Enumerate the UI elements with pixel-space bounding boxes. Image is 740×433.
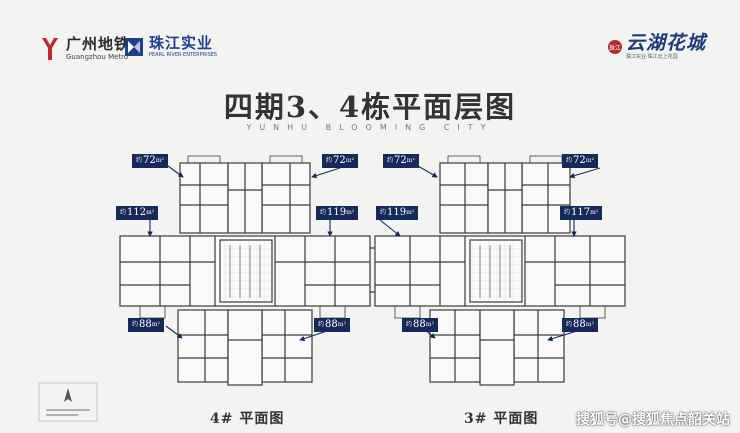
page-subtitle: YUNHU BLOOMING CITY (246, 123, 494, 132)
connector (370, 247, 375, 293)
pearl-river-logo: 珠江实业 PEARL RIVER ENTERPRISES (124, 36, 217, 58)
page-title: 四期3、4栋平面层图 (223, 90, 517, 124)
unit-tag-88-bottom-mid-left: 约88m² (314, 318, 350, 332)
compass-legend-icon (38, 382, 98, 422)
guangzhou-metro-icon (42, 38, 58, 60)
floorplan-label-4: 4# 平面图 (210, 411, 285, 427)
building-4-plan (119, 155, 371, 386)
unit-tag-117: 约117m² (560, 206, 603, 220)
pearl-river-name: 珠江实业 (149, 34, 214, 52)
unit-tag-119-right: 约119m² (376, 206, 419, 220)
guangzhou-metro-logo: 广州地铁 Guangzhou Metro (40, 36, 130, 62)
unit-tag-72-top-mid-left: 约72m² (322, 154, 358, 168)
unit-tag-72-top-left: 约72m² (132, 154, 168, 168)
yunhu-seal-icon: 珠江 (608, 40, 622, 54)
unit-tag-72-top-right: 约72m² (562, 154, 598, 168)
unit-tag-88-bottom-mid-right: 约88m² (402, 318, 438, 332)
unit-tag-88-bottom-right: 约88m² (562, 318, 598, 332)
yunhu-logo: 珠江 云湖花城 珠江实业·珠江云上花园 (608, 34, 706, 60)
building-3-plan (374, 155, 626, 386)
guangzhou-metro-english: Guangzhou Metro (66, 53, 129, 61)
pearl-river-english: PEARL RIVER ENTERPRISES (149, 52, 218, 58)
watermark: 搜狐号@搜狐焦点韶关站 (576, 412, 730, 428)
floorplan-label-3: 3# 平面图 (464, 411, 539, 427)
unit-tag-119-left: 约119m² (316, 206, 359, 220)
guangzhou-metro-name: 广州地铁 (66, 35, 131, 53)
yunhu-name: 云湖花城 (626, 32, 707, 54)
yunhu-subtitle: 珠江实业·珠江云上花园 (626, 54, 678, 60)
unit-tag-112: 约112m² (116, 206, 159, 220)
unit-tag-88-bottom-left: 约88m² (128, 318, 164, 332)
pearl-river-icon (125, 38, 143, 56)
unit-tag-72-top-mid-right: 约72m² (383, 154, 419, 168)
